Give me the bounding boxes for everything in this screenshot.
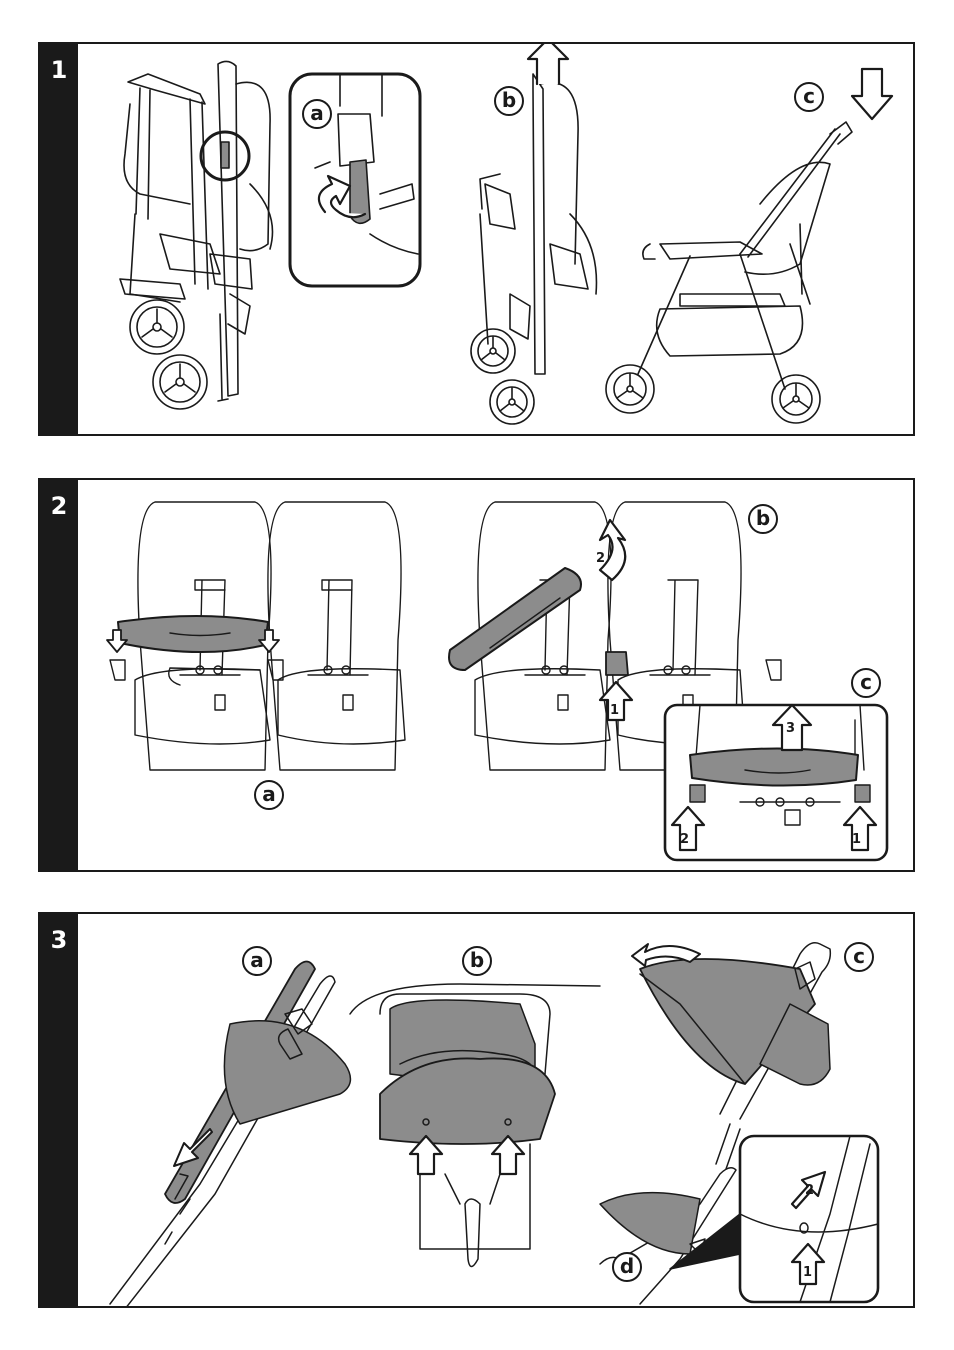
step-label-d: d [612,1252,642,1282]
bumper-bar-illustration: 1 2 1 2 3 [40,480,915,872]
step-panel-1: 1 [38,42,915,436]
step-number-3-inset: 3 [786,721,795,736]
step-label-b: b [494,86,524,116]
step-panel-2: 2 [38,478,915,872]
step-label-a: a [302,99,332,129]
step-label-c: c [851,668,881,698]
step-number-2-inset: 2 [680,832,689,847]
step-number-1-inset: 1 [803,1265,812,1280]
step-panel-3: 3 [38,912,915,1308]
step-number-2: 2 [596,551,605,566]
step-label-c: c [844,942,874,972]
step-number-1: 1 [610,703,619,718]
step-label-a: a [254,780,284,810]
folded-stroller-illustration [40,44,915,436]
step-number-1-inset: 1 [852,832,861,847]
step-number-2-inset: 2 [805,1183,814,1198]
step-label-b: b [748,504,778,534]
step-label-c: c [794,82,824,112]
step-label-a: a [242,946,272,976]
step-label-b: b [462,946,492,976]
